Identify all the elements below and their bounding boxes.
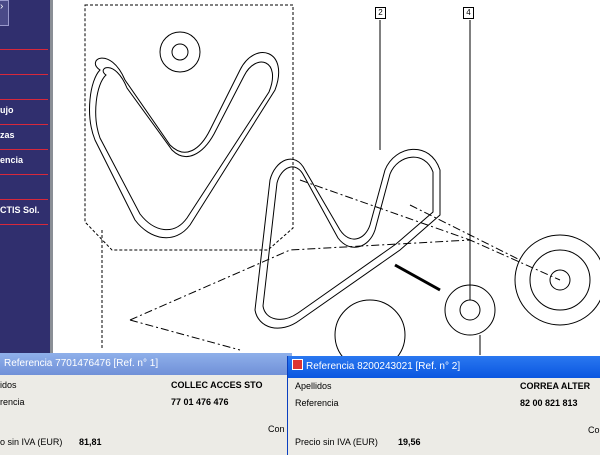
name-value: CORREA ALTER (520, 381, 591, 391)
reference-value: 82 00 821 813 (520, 398, 578, 408)
crankshaft-pulley (514, 234, 600, 326)
price-value: 81,81 (79, 437, 102, 447)
sidebar-item-referencia[interactable]: encia (0, 155, 24, 165)
belt-2 (254, 148, 441, 329)
price-label: Precio sin IVA (EUR) (295, 437, 378, 447)
reference-dialog-2: Referencia 8200243021 [Ref. n° 2] Apelli… (287, 356, 600, 455)
exploded-group-outline (84, 4, 294, 251)
sidebar-toggle-button[interactable]: › (0, 0, 9, 26)
dialog-title: Referencia 8200243021 [Ref. n° 2] (306, 361, 461, 372)
callout-2[interactable]: 2 (375, 7, 386, 19)
divider (0, 149, 48, 150)
belt-1 (89, 52, 280, 239)
reference-label: rencia (0, 397, 25, 407)
name-label: Apellidos (295, 381, 332, 391)
parts-diagram (84, 4, 600, 360)
divider (0, 74, 48, 75)
extra-label: Co (588, 425, 600, 435)
price-value: 19,56 (398, 437, 421, 447)
extra-label: Con (268, 424, 285, 434)
reference-dialog-1: Referencia 7701476476 [Ref. n° 1] idos C… (0, 353, 292, 455)
alternator (334, 299, 406, 360)
reference-value: 77 01 476 476 (171, 397, 229, 407)
belt-1-inner (95, 61, 274, 231)
sidebar-item-piezas[interactable]: zas (0, 130, 15, 140)
tensioner-pulley-1 (159, 31, 201, 73)
dialog-title-bar[interactable]: Referencia 7701476476 [Ref. n° 1] (0, 353, 292, 375)
divider (0, 124, 48, 125)
callout-4[interactable]: 4 (463, 7, 474, 19)
name-label: idos (0, 380, 17, 390)
app-icon (292, 359, 303, 370)
price-label: o sin IVA (EUR) (0, 437, 63, 447)
reference-label: Referencia (295, 398, 339, 408)
divider (0, 49, 48, 50)
divider (0, 174, 48, 175)
sidebar-item-dialogys-sol[interactable]: CTIS Sol. (0, 205, 40, 215)
belt-2-inner (262, 156, 434, 320)
bolt (394, 263, 441, 292)
sidebar-item-dibujo[interactable]: ujo (0, 105, 14, 115)
name-value: COLLEC ACCES STO (171, 380, 263, 390)
divider (0, 99, 48, 100)
divider (0, 224, 48, 225)
dialog-title-bar[interactable]: Referencia 8200243021 [Ref. n° 2] (288, 356, 600, 378)
divider (0, 199, 48, 200)
